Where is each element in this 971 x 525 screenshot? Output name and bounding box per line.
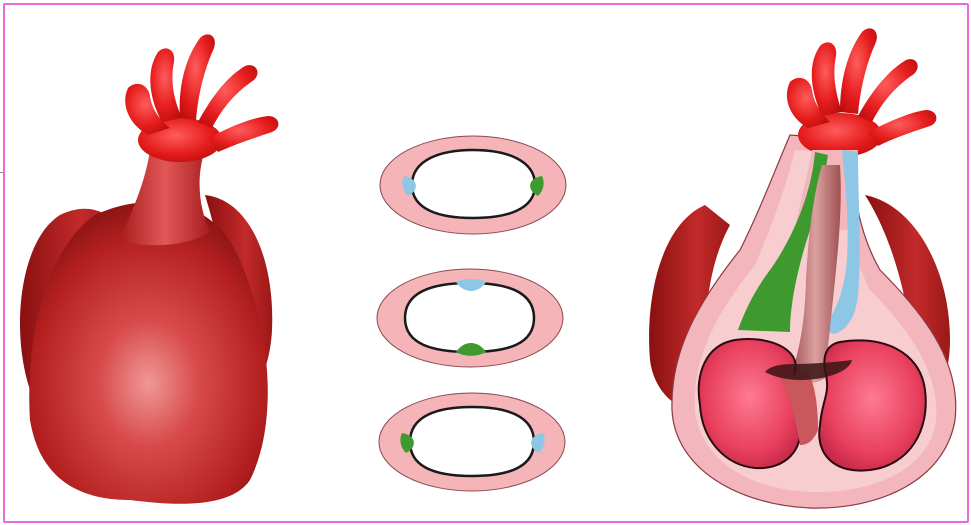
- external-heart: [20, 34, 278, 503]
- section-ring-top: [380, 136, 566, 234]
- section-ring-bottom: [379, 393, 565, 491]
- cross-sections: [377, 136, 566, 491]
- outflow-trunk: [120, 150, 210, 245]
- sectioned-heart: [649, 28, 956, 508]
- section-ring-middle: [377, 269, 563, 367]
